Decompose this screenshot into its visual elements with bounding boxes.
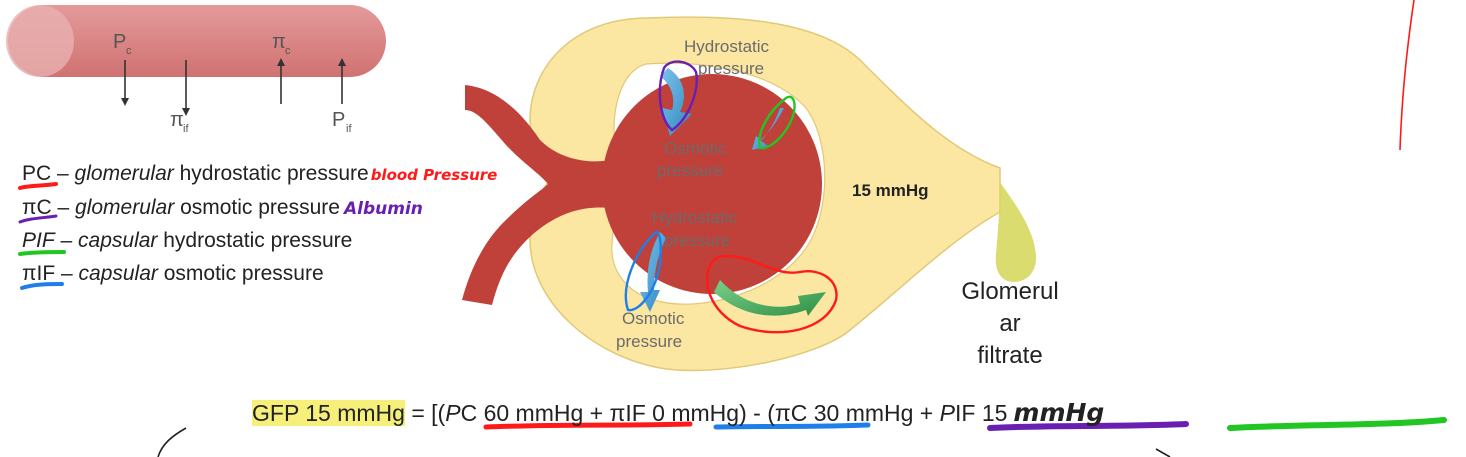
glomerulus-labels: Hydrostatic pressure Osmotic pressure Hy… <box>616 37 929 351</box>
equation-pic: πC 30 mmHg <box>774 400 914 426</box>
equation-mid: ) - ( <box>739 400 775 426</box>
equation-pc: C 60 mmHg <box>460 400 584 426</box>
legend-row-pif: PIF – capsular hydrostatic pressure <box>22 229 352 253</box>
legend-ink-underlines <box>18 182 66 290</box>
filtrate-drop <box>995 182 1036 282</box>
gfp-equation: GFP 15 mmHg = [(PC 60 mmHg + πIF 0 mmHg)… <box>252 398 1104 427</box>
filtrate-label: Glomerul ar filtrate <box>940 276 1080 372</box>
capillary-vessel <box>6 5 386 77</box>
equation-lhs: GFP 15 mmHg <box>252 400 405 426</box>
legend-desc: hydrostatic pressure <box>173 162 369 185</box>
legend-abbr-pc: PC <box>22 162 52 185</box>
piif-symbol: π <box>170 109 184 131</box>
label-top-hydrostatic-1: Hydrostatic <box>684 37 770 56</box>
legend-desc: osmotic pressure <box>157 262 324 285</box>
legend-dash: – <box>55 262 79 285</box>
equation-ink-underlines <box>483 417 1447 431</box>
capsule-pressure-label: 15 mmHg <box>852 181 929 200</box>
label-bottom-hydrostatic-2: pressure <box>664 231 730 250</box>
label-bottom-osmotic-2: pressure <box>616 332 682 351</box>
vessel-symbols: P c π c π if P if <box>113 31 352 135</box>
legend-note-blood-pressure: blood Pressure <box>370 166 498 184</box>
pc-subscript: c <box>126 45 132 57</box>
equation-pif: IF 15 <box>954 400 1008 426</box>
vessel-pressure-arrows <box>121 58 346 116</box>
ink-circles <box>624 60 838 334</box>
pc-symbol: P <box>113 31 126 53</box>
equation-pc-p: P <box>445 400 461 426</box>
filtrate-label-line-3: filtrate <box>977 342 1043 369</box>
legend-abbr-pif: PIF <box>22 229 55 252</box>
label-top-osmotic-1: Osmotic <box>664 139 727 158</box>
label-top-osmotic-2: pressure <box>657 161 723 180</box>
legend-italic: glomerular <box>75 196 175 219</box>
legend-italic: capsular <box>78 229 158 252</box>
bracket-strokes <box>157 427 1171 457</box>
filtrate-label-line-1: Glomerul <box>961 278 1059 305</box>
equation-plus: + <box>913 400 940 426</box>
filtrate-label-line-2: ar <box>999 310 1021 337</box>
equation-open: = [( <box>404 400 446 426</box>
label-bottom-osmotic-1: Osmotic <box>622 309 685 328</box>
legend-italic: capsular <box>78 262 158 285</box>
legend-dash: – <box>51 196 76 219</box>
pif-symbol: P <box>332 109 345 131</box>
red-margin-stroke <box>1399 0 1415 151</box>
bottom-hydrostatic-arrow <box>640 232 666 312</box>
equation-hand-unit: mmHg <box>1013 398 1105 427</box>
legend-desc: hydrostatic pressure <box>157 229 353 252</box>
legend-desc: osmotic pressure <box>174 196 340 219</box>
equation-pif-p: P <box>939 400 955 426</box>
legend-row-piif: πIF – capsular osmotic pressure <box>22 262 324 286</box>
legend-abbr-piif: πIF <box>22 262 56 285</box>
label-top-hydrostatic-2: pressure <box>698 59 764 78</box>
pic-subscript: c <box>285 45 291 57</box>
pic-symbol: π <box>272 31 286 53</box>
bottom-osmotic-arrow <box>714 280 826 316</box>
legend-italic: glomerular <box>74 162 174 185</box>
legend-dash: – <box>51 162 75 185</box>
label-bottom-hydrostatic-1: Hydrostatic <box>652 208 738 227</box>
pif-subscript: if <box>346 123 352 135</box>
legend-abbr-pic: πC <box>22 196 52 219</box>
legend-note-albumin: Albumin <box>343 199 423 219</box>
legend-dash: – <box>54 229 79 252</box>
piif-subscript: if <box>183 123 189 135</box>
equation-piif: πIF 0 mmHg <box>609 400 740 426</box>
equation-plus: + <box>583 400 610 426</box>
